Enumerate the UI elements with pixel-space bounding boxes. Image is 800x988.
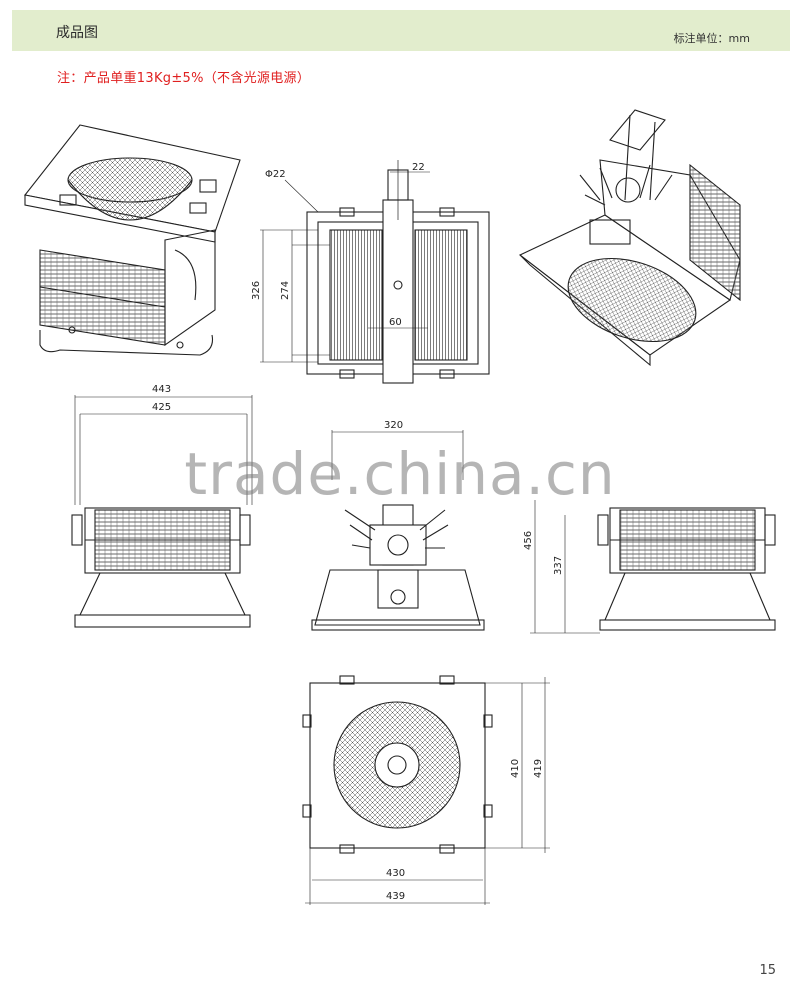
weight-note: 注：产品单重13Kg±5%（不含光源电源）	[57, 71, 311, 86]
dim-456: 456	[523, 531, 534, 550]
dim-337: 337	[553, 556, 564, 575]
dim-410: 410	[510, 759, 521, 778]
watermark: trade.china.cn	[184, 440, 616, 508]
dim-phi22: Φ22	[265, 169, 286, 180]
unit-label: 标注单位：mm	[673, 32, 750, 45]
back-view	[260, 160, 490, 384]
side-view-right	[530, 500, 776, 634]
dim-326: 326	[251, 281, 262, 300]
iso-front-view	[24, 124, 241, 356]
side-view-left	[71, 395, 253, 628]
section-title: 成品图	[56, 25, 98, 41]
dim-22: 22	[412, 162, 425, 173]
iso-back-view	[518, 109, 741, 367]
dim-443: 443	[152, 384, 171, 395]
dim-430: 430	[386, 868, 405, 879]
page-number: 15	[759, 963, 776, 978]
dim-60: 60	[389, 317, 402, 328]
dim-439: 439	[386, 891, 405, 902]
dim-419: 419	[533, 759, 544, 778]
front-view-center	[311, 430, 485, 631]
dim-274: 274	[280, 281, 291, 300]
section-header: 成品图 标注单位：mm	[12, 10, 790, 51]
dim-425: 425	[152, 402, 171, 413]
dim-320: 320	[384, 420, 403, 431]
front-square-view	[302, 675, 550, 905]
